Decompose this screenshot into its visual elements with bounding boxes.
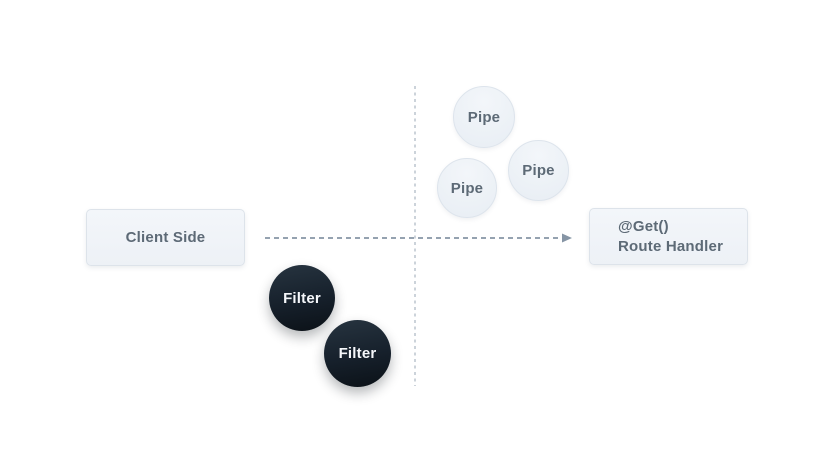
filter-node: Filter xyxy=(324,320,391,387)
client-side-label: Client Side xyxy=(125,229,206,246)
route-handler-decorator: @Get() xyxy=(618,217,669,235)
route-handler-node: @Get() Route Handler xyxy=(589,208,748,265)
filter-node: Filter xyxy=(269,265,335,331)
pipe-label: Pipe xyxy=(467,108,501,126)
pipe-label: Pipe xyxy=(522,162,555,179)
pipe-node: Pipe xyxy=(453,86,515,148)
pipe-node: Pipe xyxy=(508,140,569,201)
filter-label: Filter xyxy=(338,345,377,362)
request-flow-arrow xyxy=(265,233,572,243)
client-side-node: Client Side xyxy=(86,209,245,266)
filter-label: Filter xyxy=(283,289,321,307)
route-handler-label: Route Handler xyxy=(618,237,724,255)
pipe-node: Pipe xyxy=(437,158,497,218)
boundary-dashed-line xyxy=(414,86,416,386)
pipe-label: Pipe xyxy=(450,179,484,197)
